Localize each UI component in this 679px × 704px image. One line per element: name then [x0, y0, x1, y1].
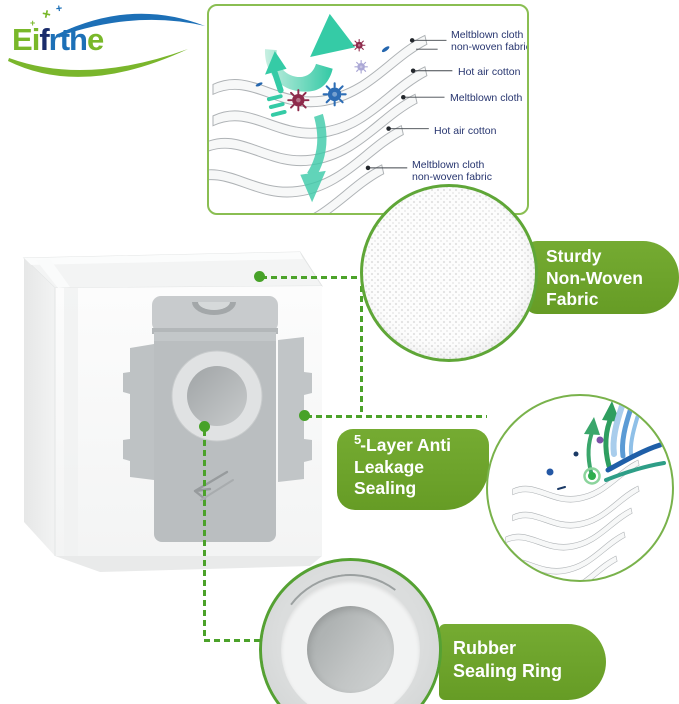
logo-swoosh-arcs [8, 13, 205, 77]
connector-dot [199, 421, 210, 432]
airflow-up-arrow-icon [264, 13, 356, 92]
rubber-ring-photo [259, 558, 442, 704]
badge-line: Non-Woven [546, 267, 643, 288]
sparkle-icon: + [55, 2, 64, 16]
connector-dot [254, 271, 265, 282]
bag-crease [64, 288, 78, 556]
logo-letter: E [12, 22, 33, 57]
connector-line [261, 276, 362, 279]
logo-letter: e [86, 22, 104, 57]
badge-line-text: -Layer Anti [360, 435, 451, 455]
virus-icon [354, 60, 368, 74]
sealing-layers-photo [486, 394, 674, 582]
brand-name: Eifrthe [12, 22, 104, 58]
layer-label: Hot air cotton [458, 66, 521, 78]
virus-icon [352, 38, 366, 52]
virus-icon [287, 89, 310, 112]
leader-lines [368, 39, 453, 169]
connector-dot [299, 410, 310, 421]
fabric-texture-photo [360, 184, 538, 362]
badge-superscript: 5 [354, 432, 362, 447]
connector-line [306, 415, 487, 418]
bag-bottom-flap [55, 556, 322, 572]
logo-letter: h [69, 22, 88, 57]
mini-layer-stack-illustration [490, 401, 666, 580]
badge-line: Sealing Ring [453, 661, 563, 682]
particle-icon [381, 46, 390, 53]
logo-letter: i [31, 22, 41, 57]
virus-icon [322, 82, 347, 107]
logo-letter: t [59, 22, 70, 57]
badge-line: Sturdy [546, 246, 602, 266]
mini-streaks-icon [604, 403, 666, 482]
brand-logo: + + + Eifrthe [8, 2, 218, 106]
mini-particles [546, 436, 604, 490]
logo-letter: r [48, 22, 61, 57]
bag-crease-top [36, 259, 70, 288]
ring-hole [307, 606, 394, 693]
badge-line: 5-Layer Anti [354, 432, 489, 457]
particle-icon [255, 82, 263, 87]
badge-line: Fabric [546, 289, 599, 310]
dust-bag-illustration [22, 251, 323, 572]
logo-letter: f [39, 22, 49, 57]
plate-hole [187, 366, 247, 426]
connector-line [203, 430, 206, 640]
layer-label: Hot air cotton [434, 125, 497, 137]
fabric-callout-badge: Sturdy Non-Woven Fabric [525, 241, 679, 314]
badge-line: Sealing [354, 478, 417, 499]
bag-top-highlight [24, 252, 303, 265]
badge-line: Leakage [354, 456, 425, 477]
sealing-callout-badge: 5-Layer Anti Leakage Sealing [337, 429, 489, 510]
bag-left-face [24, 258, 55, 556]
layer-label: Meltblown cloth [450, 92, 523, 104]
blue-swoosh [58, 13, 205, 36]
green-swoosh [8, 49, 188, 77]
airflow-down-arrow-icon [300, 113, 327, 203]
bag-plate [123, 296, 312, 542]
leader-dots [365, 38, 416, 171]
layer-stack-illustration [209, 13, 453, 213]
ring-callout-badge: Rubber Sealing Ring [439, 624, 606, 700]
connector-line [360, 286, 363, 416]
sparkle-icon: + [30, 18, 36, 28]
small-up-arrow-icon [264, 51, 287, 117]
connector-line [204, 639, 266, 642]
badge-line: Rubber [453, 638, 516, 658]
